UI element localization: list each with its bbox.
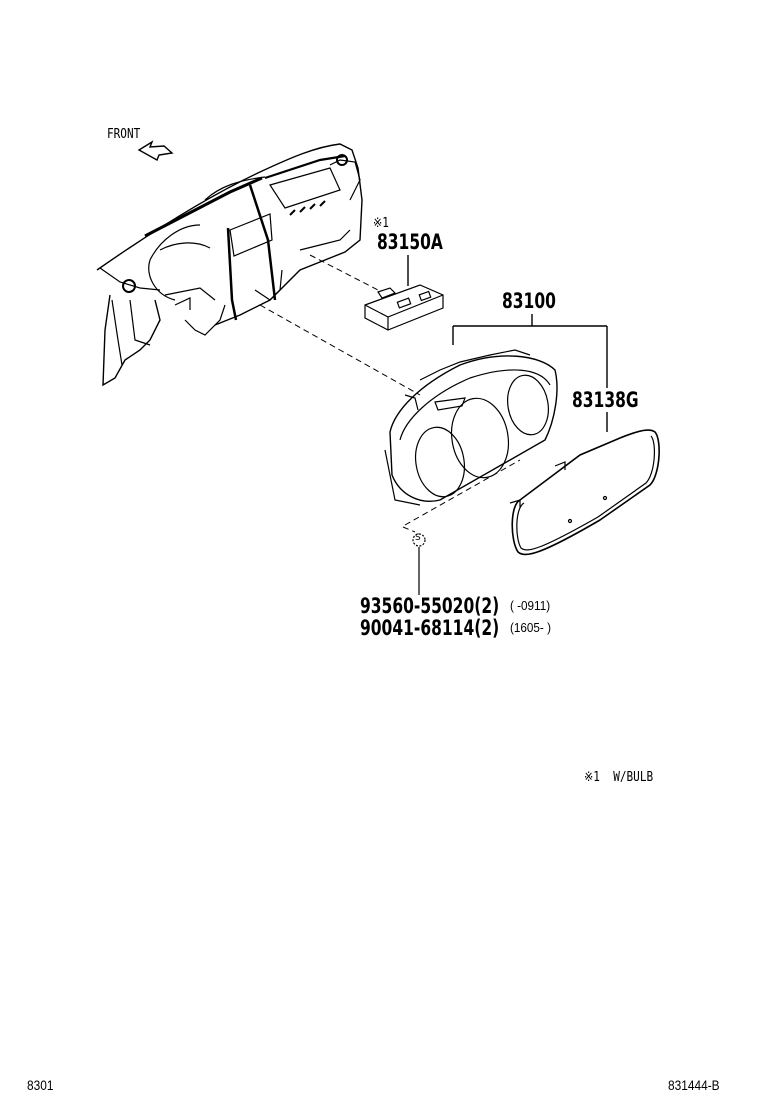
front-direction-label: FRONT [107, 127, 141, 142]
part-83100-combination-meter-illustration [384, 349, 558, 506]
fastener-date-range-2: (1605- ) [510, 620, 551, 635]
part-83138G-meter-glass-illustration [509, 429, 660, 556]
part-83100-callout-bracket [452, 314, 608, 432]
part-label-83100[interactable]: 83100 [502, 289, 556, 313]
fastener-part-number-1[interactable]: 93560-55020(2) [360, 594, 500, 618]
screw-symbol-letter: S [415, 533, 421, 543]
instrument-panel-illustration [96, 143, 363, 387]
front-arrow-icon [137, 140, 174, 161]
part-label-83138G[interactable]: 83138G [572, 388, 639, 412]
part-label-83150A[interactable]: 83150A [377, 230, 443, 254]
footnote-bulb: ※1 W/BULB [584, 770, 654, 785]
screw-symbol [412, 533, 426, 595]
note-marker-83150A: ※1 [373, 216, 389, 231]
fastener-part-number-2[interactable]: 90041-68114(2) [360, 616, 500, 640]
assembly-leader-lines [259, 254, 521, 533]
part-83150A-module-illustration [364, 255, 444, 331]
fastener-date-range-1: ( -0911) [510, 598, 551, 613]
footer-illustration-code: 831444-B [668, 1077, 720, 1093]
footer-section-code: 8301 [27, 1077, 54, 1093]
